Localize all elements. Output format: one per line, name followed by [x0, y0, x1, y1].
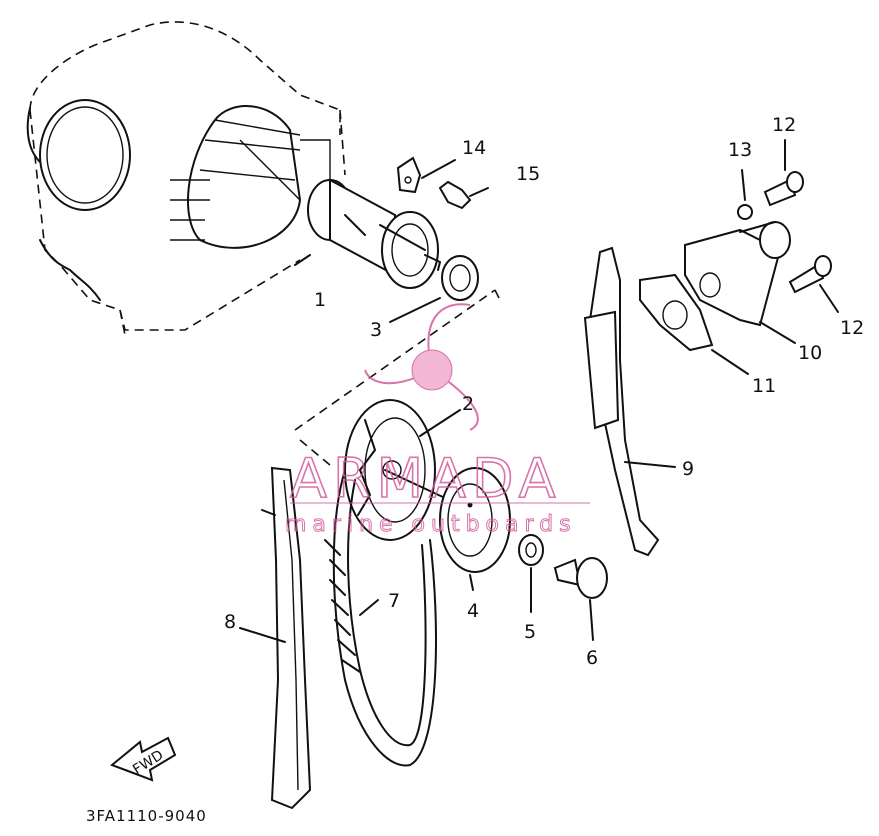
watermark-subtitle: marine outboards: [285, 512, 577, 537]
bolt-part-12-lower: [788, 255, 839, 313]
label-part-10: 10: [798, 342, 822, 364]
label-part-6: 6: [586, 647, 598, 669]
label-part-8: 8: [224, 611, 236, 633]
label-part-12-lower: 12: [840, 317, 864, 339]
cylinder-head-outline: [26, 21, 346, 336]
cam-plate-part-14: [396, 156, 422, 194]
watermark-title: ARMADA: [290, 447, 562, 510]
chain-guide-part-8: [239, 466, 312, 810]
label-part-2: 2: [462, 393, 474, 415]
cam-gear-part-4: [439, 467, 511, 591]
watermark: ARMADA marine outboards: [285, 303, 590, 538]
part-labels: 1 2 3 4 5 6 7 8 9 10 11 12 12 13 14 15: [224, 114, 864, 669]
label-part-7: 7: [388, 590, 400, 612]
diagram-code: 3FA1110-9040: [86, 807, 207, 825]
washer-part-5: [518, 534, 544, 613]
chain-guide-part-9: [583, 246, 676, 557]
bolt-part-12-upper: [763, 139, 804, 207]
label-part-12-upper: 12: [772, 114, 796, 136]
bolt-part-15: [438, 180, 489, 210]
label-part-4: 4: [467, 600, 479, 622]
label-part-15: 15: [516, 163, 540, 185]
label-part-1: 1: [314, 289, 326, 311]
label-part-3: 3: [370, 319, 382, 341]
forward-arrow-icon: [110, 736, 177, 782]
timing-chain-part-7: [324, 469, 437, 767]
chain-tensioner-part-10: [684, 221, 796, 344]
label-part-11: 11: [752, 375, 776, 397]
label-part-9: 9: [682, 458, 694, 480]
label-part-14: 14: [462, 137, 486, 159]
label-part-13: 13: [728, 139, 752, 161]
leader-lines: [389, 159, 461, 437]
circlip-part-3: [441, 255, 479, 301]
camshaft-part-1: [294, 178, 441, 289]
gasket-part-11: [639, 273, 749, 375]
washer-part-13: [737, 169, 753, 220]
label-part-5: 5: [524, 621, 536, 643]
bolt-part-6: [553, 557, 608, 641]
